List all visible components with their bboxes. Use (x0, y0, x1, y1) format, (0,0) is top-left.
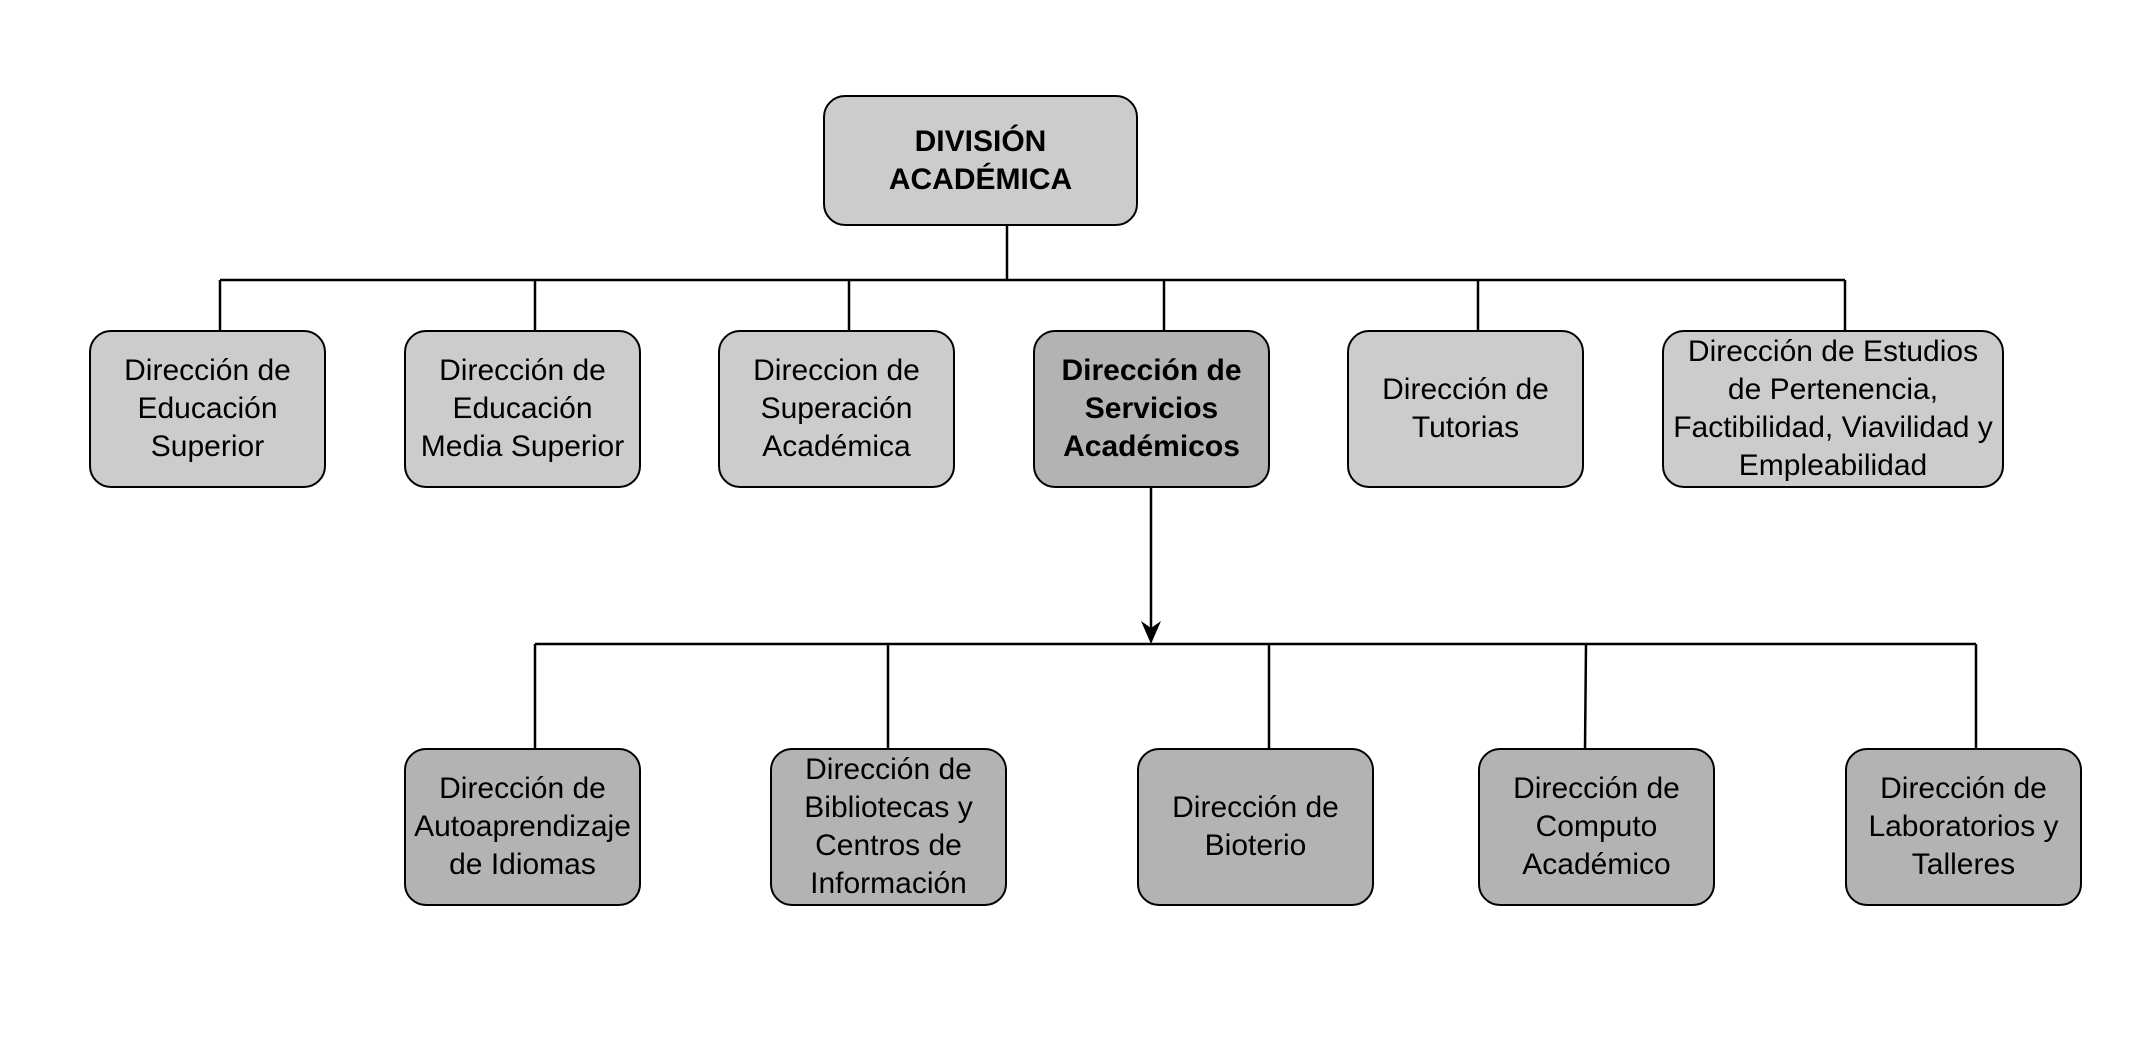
node-tutorias: Dirección de Tutorias (1347, 330, 1584, 488)
node-educacion-media-superior: Dirección de Educación Media Superior (404, 330, 641, 488)
node-laboratorios-talleres: Dirección de Laboratorios y Talleres (1845, 748, 2082, 906)
node-bioterio: Dirección de Bioterio (1137, 748, 1374, 906)
node-educacion-superior: Dirección de Educación Superior (89, 330, 326, 488)
arrowhead-icon (1141, 621, 1161, 644)
node-servicios-academicos: Dirección de Servicios Académicos (1033, 330, 1270, 488)
node-superacion-academica: Direccion de Superación Académica (718, 330, 955, 488)
node-division-academica: DIVISIÓN ACADÉMICA (823, 95, 1138, 226)
connector-sub-drop-4 (1583, 643, 1588, 750)
node-estudios-pertenencia: Dirección de Estudios de Pertenencia, Fa… (1662, 330, 2004, 488)
node-bibliotecas: Dirección de Bibliotecas y Centros de In… (770, 748, 1007, 906)
node-computo-academico: Dirección de Computo Académico (1478, 748, 1715, 906)
node-autoaprendizaje-idiomas: Dirección de Autoaprendizaje de Idiomas (404, 748, 641, 906)
